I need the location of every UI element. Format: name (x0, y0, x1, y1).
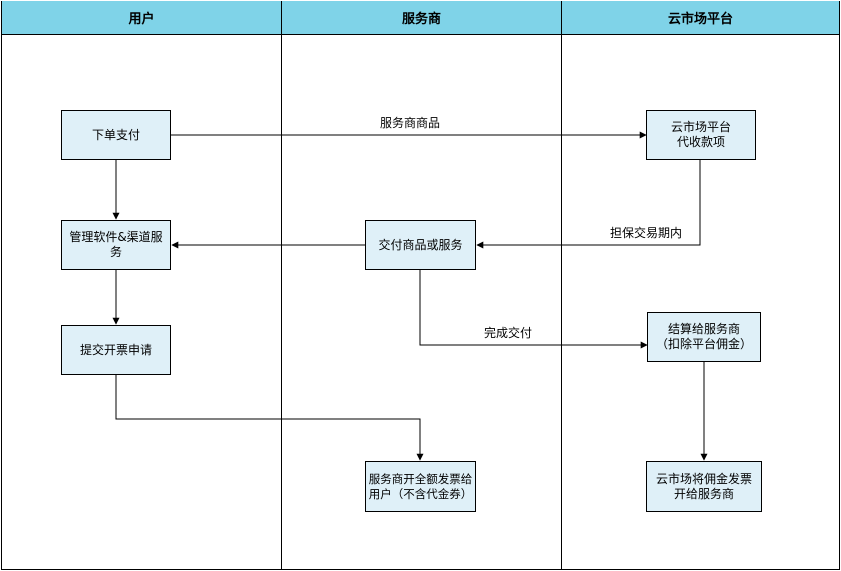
edge-label-escrow: 担保交易期内 (608, 226, 685, 240)
node-manage: 管理软件&渠道服务 (61, 220, 171, 270)
node-invoice-request: 提交开票申请 (61, 325, 171, 375)
edge-deliver-to-settle (419, 270, 648, 349)
edge-collect-to-deliver (476, 160, 701, 249)
node-order-pay: 下单支付 (61, 110, 171, 160)
node-commission-invoice: 云市场将佣金发票 开给服务商 (646, 461, 762, 512)
node-full-invoice: 服务商开全额发票给 用户（不含代金券） (365, 461, 476, 512)
lane-header-provider: 服务商 (282, 1, 561, 35)
edge-label-done: 完成交付 (482, 326, 535, 340)
lane-header-user: 用户 (2, 1, 281, 35)
node-deliver: 交付商品或服务 (365, 220, 476, 270)
node-settle: 结算给服务商 （扣除平台佣金） (647, 312, 761, 362)
lane-header-platform: 云市场平台 (562, 1, 839, 35)
edge-invoice-to-full (115, 375, 424, 461)
node-collect: 云市场平台 代收款项 (646, 110, 756, 160)
edge-label-goods: 服务商商品 (378, 116, 443, 130)
